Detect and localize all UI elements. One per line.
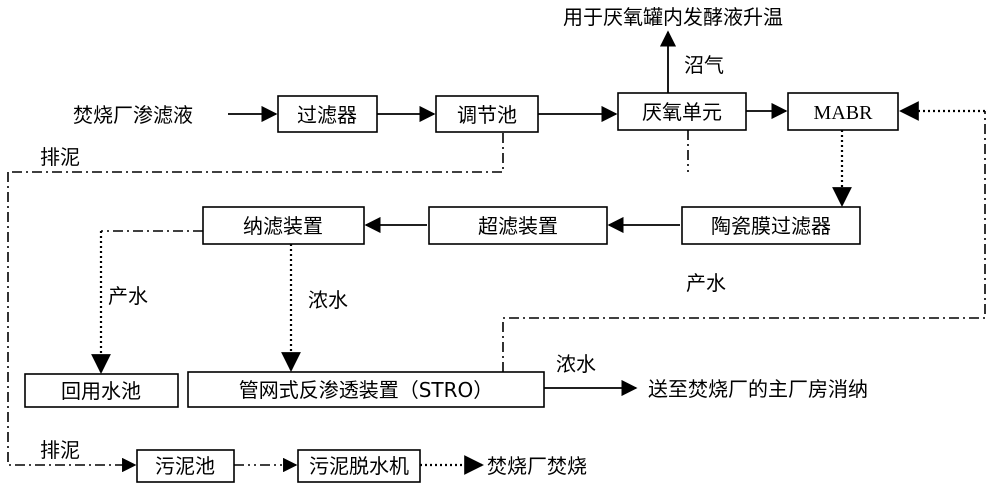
tank-box [435,95,539,133]
dewater-label: 污泥脱水机 [309,454,409,478]
nf-concentrate-label: 浓水 [308,288,348,312]
filter-label: 过滤器 [297,103,357,127]
tank-label: 调节池 [457,103,517,127]
flow-sludge-header [8,133,504,173]
dewater-box [297,449,421,483]
ceramic-label: 陶瓷膜过滤器 [711,214,831,238]
biogas-label: 沼气 [684,53,724,77]
reuse-label: 回用水池 [61,379,141,403]
nf-box [202,206,365,245]
nf-product-label: 产水 [108,284,148,308]
uf-box [428,206,608,245]
ceramic-box [681,206,861,245]
source-label: 焚烧厂渗滤液 [73,103,193,127]
stro-concentrate-label: 浓水 [556,352,596,376]
nf-label: 纳滤装置 [243,214,323,238]
sludge-label-bottom: 排泥 [40,438,80,462]
incinerate-label: 焚烧厂焚烧 [487,454,587,478]
sludge-tank-label: 污泥池 [155,454,215,478]
flow-sludge-to-tank [7,172,137,473]
anaerobic-label: 厌氧单元 [642,100,722,124]
plant-label: 送至焚烧厂的主厂房消纳 [648,377,868,401]
sludge-label-top: 排泥 [40,145,80,169]
sludge-tank-box [136,449,235,483]
flow-recycle-to-mabr [502,111,986,372]
filter-box [277,95,378,133]
reuse-box [24,373,179,408]
stro-label: 管网式反渗透装置（STRO） [239,378,494,402]
uf-label: 超滤装置 [478,214,558,238]
mabr-label: MABR [814,102,874,124]
heating-label: 用于厌氧罐内发酵液升温 [563,5,783,29]
anaerobic-box [617,92,747,131]
stro-box [187,371,545,408]
ceramic-product-label: 产水 [686,271,726,295]
mabr-box [787,92,899,131]
